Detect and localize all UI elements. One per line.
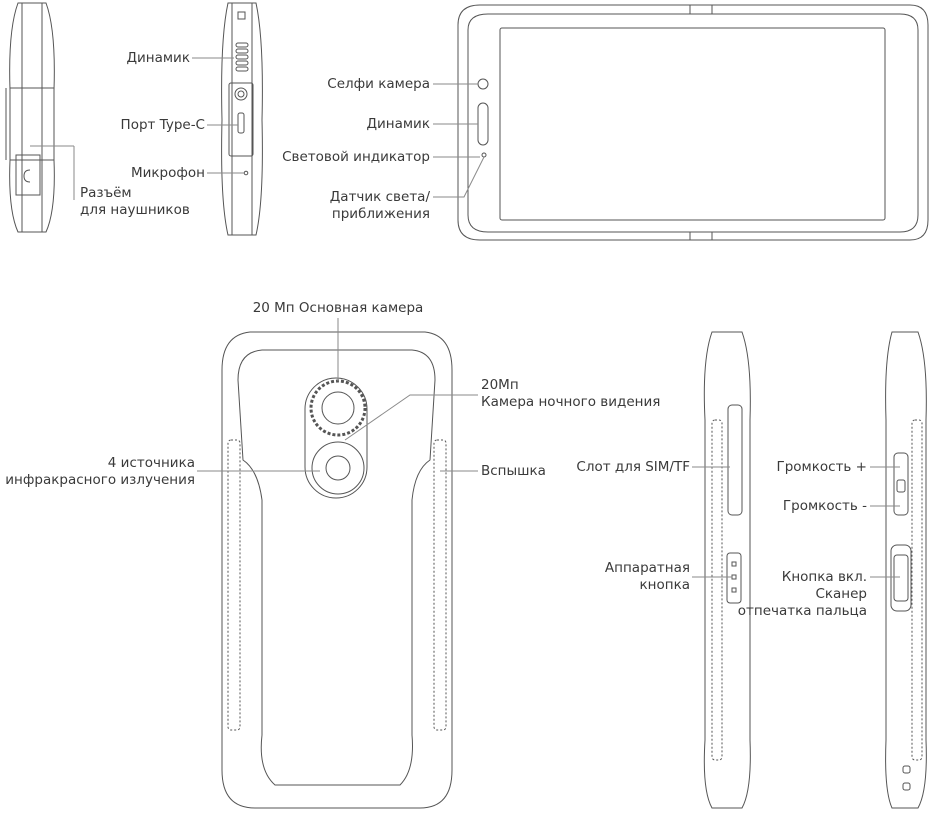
label-line: Аппаратная	[604, 560, 690, 576]
label-line: Датчик света/	[329, 189, 430, 205]
main-camera-ring	[309, 379, 367, 437]
label-night-camera: 20Мп Камера ночного видения	[481, 377, 660, 411]
bottom-view	[221, 2, 263, 236]
volume-rocker	[893, 452, 909, 516]
label-front-speaker: Динамик	[366, 116, 430, 132]
label-led-indicator: Световой индикатор	[282, 149, 430, 165]
type-c-cover	[228, 82, 254, 157]
main-camera-lens	[321, 391, 355, 425]
power-fingerprint-button	[893, 554, 909, 602]
leader-lines	[30, 57, 900, 578]
label-main-camera: 20 Мп Основная камера	[252, 300, 424, 316]
grip-texture-right	[433, 439, 447, 731]
label-line: Камера ночного видения	[481, 394, 661, 410]
label-line: отпечатка пальца	[737, 603, 867, 619]
label-volume-down: Громкость -	[782, 498, 867, 514]
headphone-jack-icon	[15, 154, 41, 196]
earpiece-icon	[477, 102, 489, 146]
right-side-view	[885, 331, 927, 809]
front-view	[457, 4, 929, 241]
label-flash: Вспышка	[481, 463, 546, 479]
label-line: Сканер	[815, 586, 867, 602]
label-ir-sources: 4 источника инфракрасного излучения	[5, 455, 195, 489]
label-volume-up: Громкость +	[776, 459, 867, 475]
label-sim-slot: Слот для SIM/TF	[576, 459, 690, 475]
label-type-c-port: Порт Type-C	[120, 117, 205, 133]
label-line: 4 источника	[107, 455, 195, 471]
usb-icon	[237, 112, 245, 134]
label-line: для наушников	[80, 202, 190, 218]
label-selfie-camera: Селфи камера	[327, 76, 430, 92]
label-line: Разъём	[80, 185, 132, 201]
label-line: кнопка	[639, 577, 691, 593]
screen	[499, 27, 886, 221]
speaker-grille-icon	[235, 42, 249, 72]
back-view	[221, 331, 453, 809]
hardware-button	[726, 552, 742, 604]
microphone-hole	[243, 170, 249, 176]
label-power-button: Кнопка вкл. Сканер отпечатка пальца	[738, 569, 867, 620]
label-line: 20Мп	[481, 377, 519, 393]
night-camera-lens	[311, 441, 365, 495]
label-line: Кнопка вкл.	[781, 569, 867, 585]
grip-texture-left	[227, 439, 241, 731]
label-light-sensor: Датчик света/ приближения	[330, 189, 430, 223]
selfie-camera-icon	[477, 78, 489, 90]
camera-module	[304, 377, 368, 499]
label-bottom-speaker: Динамик	[126, 50, 190, 66]
label-headphone-jack: Разъём для наушников	[80, 185, 190, 219]
sim-slot	[727, 404, 743, 516]
label-microphone: Микрофон	[130, 165, 205, 181]
label-hardware-button: Аппаратная кнопка	[605, 560, 690, 594]
left-side-view	[703, 331, 751, 809]
side-view-headphone	[5, 2, 55, 233]
label-line: инфракрасного излучения	[5, 472, 195, 488]
label-line: приближения	[331, 206, 430, 222]
